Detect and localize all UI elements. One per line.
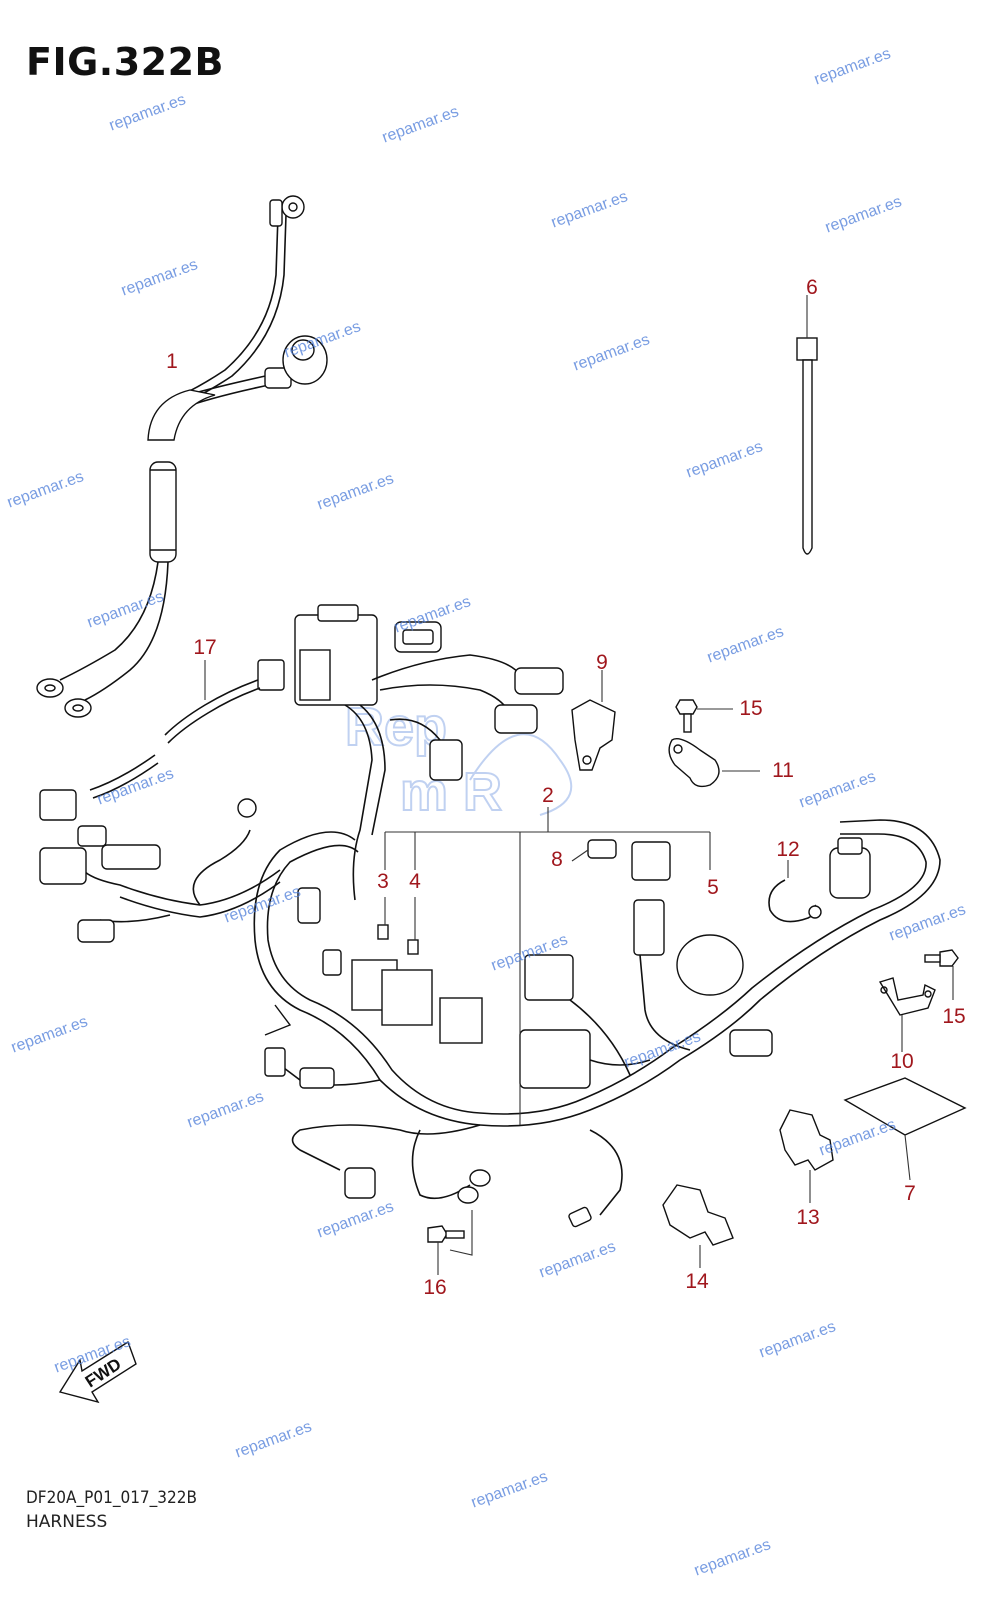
callout-6: 6 [806,276,818,299]
part-6-cable-tie [796,295,818,555]
callout-9: 9 [596,651,608,674]
callout-4: 4 [409,870,421,893]
callout-16: 16 [423,1276,447,1299]
figure-title: FIG.322B [26,40,225,84]
part-15-bolt-lower [924,949,959,1000]
callout-17: 17 [193,636,217,659]
part-17-sub-harness [89,659,285,799]
callout-3: 3 [377,870,389,893]
part-10-bracket [878,977,936,1052]
callout-11: 11 [772,759,794,782]
callout-15-upper: 15 [739,697,763,720]
part-2-main-harness [39,604,941,1228]
callout-14: 14 [685,1270,709,1293]
callout-7: 7 [904,1182,916,1205]
callout-13: 13 [796,1206,820,1229]
part-8-cover [571,839,671,881]
callout-2: 2 [542,784,554,807]
callout-1: 1 [166,350,178,373]
callout-8: 8 [551,848,563,871]
callout-10: 10 [890,1050,914,1073]
part-13-clamp [779,1109,834,1203]
figure-code: DF20A_P01_017_322B [26,1488,197,1508]
figure-name: HARNESS [26,1512,108,1532]
part-11-clip [668,738,760,788]
callout-5: 5 [707,876,719,899]
part-12-band [768,860,822,923]
part-9-clamp [571,670,616,771]
part-7-sheet [843,1077,967,1181]
part-15-bolt-upper [675,699,733,733]
callout-12: 12 [776,838,800,861]
part-1-battery-cable [36,195,328,718]
part-14-clamp [662,1184,734,1268]
part-16-bolt [427,1210,473,1275]
callout-15-lower: 15 [942,1005,966,1028]
